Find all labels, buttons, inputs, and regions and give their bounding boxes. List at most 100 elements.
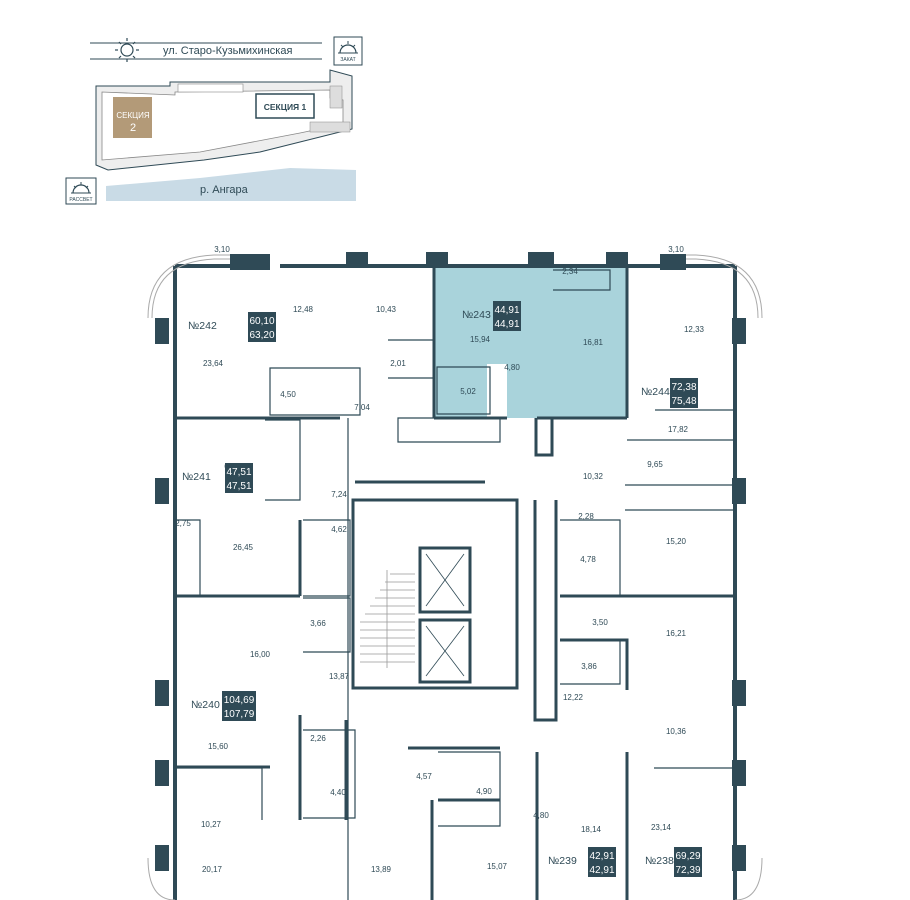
area-living: 42,91 [589,851,614,862]
room-area-label: 4,80 [504,363,520,372]
room-area-label: 16,21 [666,629,687,638]
apartment-240[interactable]: №240 104,69 107,79 [191,691,256,721]
area-badge [222,691,256,721]
section-1-block: СЕКЦИЯ 1 [255,93,315,119]
room-area-label: 15,07 [487,862,508,871]
room-area-label: 2,28 [578,512,594,521]
river-label: р. Ангара [200,184,249,196]
area-total: 107,79 [224,709,255,720]
room-area-label: 23,64 [203,359,224,368]
room-area-label: 3,86 [581,662,597,671]
room-area-label: 12,22 [563,693,584,702]
apartment-number: №243 [462,309,491,321]
room-area-label: 4,40 [330,788,346,797]
area-badge [670,378,698,408]
river [106,168,356,201]
apartment-241[interactable]: №241 47,51 47,51 [182,463,253,493]
apartment-243-highlight[interactable] [434,266,627,418]
section-2-block: СЕКЦИЯ 2 [113,97,152,138]
area-badge [248,312,276,342]
apartment-number: №238 [645,855,674,867]
area-badge [225,463,253,493]
room-area-label: 20,17 [202,865,223,874]
area-total: 42,91 [589,865,614,876]
room-area-label: 23,14 [651,823,672,832]
room-area-label: 10,43 [376,305,397,314]
room-area-label: 7,04 [354,403,370,412]
apartment-number: №244 [641,386,670,398]
room-area-label: 12,33 [684,325,705,334]
area-living: 104,69 [224,695,255,706]
room-area-label: 15,94 [470,335,491,344]
room-area-label: 7,24 [331,490,347,499]
area-total: 44,91 [494,319,519,330]
area-badge [588,847,616,877]
room-area-label: 17,82 [668,425,689,434]
room-area-label: 13,87 [329,672,350,681]
apartment-242[interactable]: №242 60,10 63,20 [188,312,276,342]
apartment-239[interactable]: №239 42,91 42,91 [548,847,616,877]
corner-dim-left: 3,10 [214,245,230,254]
area-living: 72,38 [671,382,696,393]
apartment-number: №239 [548,855,577,867]
room-area-label: 5,02 [460,387,476,396]
sunset-label: ЗАКАТ [340,57,355,63]
apartment-number: №241 [182,471,211,483]
room-area-label: 9,65 [647,460,663,469]
street-label: ул. Старо-Кузьмихинская [163,45,292,57]
section-1-label: СЕКЦИЯ 1 [264,102,307,112]
room-area-label: 16,81 [583,338,604,347]
sun-icon [115,38,139,62]
room-area-label: 2,34 [562,267,578,276]
area-total: 63,20 [249,330,274,341]
corner-dim-right: 3,10 [668,245,684,254]
building-floor: 3,10 3,10 [147,245,763,900]
room-area-label: 4,80 [533,811,549,820]
room-area-label: 15,60 [208,742,229,751]
elevator-icons [425,553,465,677]
room-area-label: 12,48 [293,305,314,314]
room-area-label: 10,27 [201,820,222,829]
facade-columns [155,252,746,871]
sunrise-label: РАССВЕТ [69,197,92,203]
apartment-number: №242 [188,320,217,332]
section-2-number: 2 [130,122,136,134]
area-total: 75,48 [671,396,696,407]
area-badge [674,847,702,877]
area-badge [493,301,521,331]
sunrise-icon: РАССВЕТ [65,177,97,205]
room-area-label: 4,50 [280,390,296,399]
area-total: 47,51 [226,481,251,492]
section-2-label: СЕКЦИЯ [116,111,149,120]
room-area-label: 18,14 [581,825,602,834]
room-area-label: 10,36 [666,727,687,736]
room-area-label: 4,57 [416,772,432,781]
room-area-label: 4,62 [331,525,347,534]
room-area-label: 15,20 [666,537,687,546]
sunset-icon: ЗАКАТ [333,36,363,66]
room-area-label: 2,75 [175,519,191,528]
room-area-labels: 12,48 10,43 23,64 2,01 4,50 7,04 15,94 16,81 2,3… [175,267,704,874]
area-living: 44,91 [494,305,519,316]
site-plan: ул. Старо-Кузьмихинская ЗАКАТ СЕКЦИЯ 2 С… [65,36,363,205]
area-living: 47,51 [226,467,251,478]
area-total: 72,39 [675,865,700,876]
room-area-label: 2,26 [310,734,326,743]
room-area-label: 4,78 [580,555,596,564]
area-living: 69,29 [675,851,700,862]
room-area-label: 10,32 [583,472,604,481]
area-living: 60,10 [249,316,274,327]
room-area-label: 13,89 [371,865,392,874]
room-area-label: 4,90 [476,787,492,796]
room-area-label: 3,50 [592,618,608,627]
room-area-label: 2,01 [390,359,406,368]
staircase [360,570,415,668]
room-area-label: 16,00 [250,650,271,659]
room-area-label: 26,45 [233,543,254,552]
apartment-number: №240 [191,699,220,711]
